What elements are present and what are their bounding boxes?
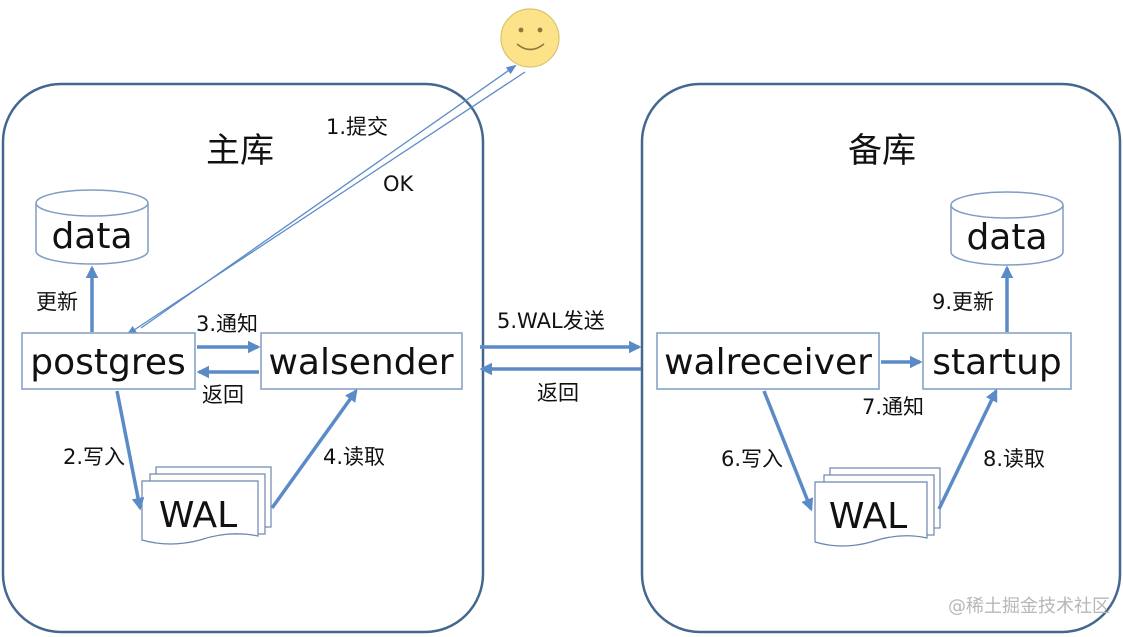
walsender-box (260, 332, 463, 390)
label-wal-send-5: 5.WAL发送 (497, 309, 605, 333)
standby-title: 备库 (848, 131, 916, 171)
ok-arrow (126, 71, 526, 336)
standby-data-cylinder (950, 191, 1064, 266)
walreceiver-label: walreceiver (664, 342, 872, 383)
label-write-6: 6.写入 (721, 447, 783, 471)
postgres-box (21, 332, 196, 390)
write-6-arrow (762, 390, 814, 512)
postgres-label: postgres (30, 342, 186, 383)
label-read-4: 4.读取 (323, 445, 385, 469)
walsender-label: walsender (268, 342, 453, 383)
primary-wal-label: WAL (159, 495, 237, 536)
write-2-arrow (115, 390, 145, 511)
label-ok: OK (383, 172, 415, 196)
watermark: @稀土掘金技术社区 (948, 596, 1110, 617)
startup-label: startup (932, 342, 1062, 383)
startup-box (922, 332, 1072, 390)
label-notify-7: 7.通知 (862, 395, 924, 419)
walreceiver-box (656, 332, 880, 390)
smiley-face-icon (500, 8, 560, 68)
label-update: 更新 (36, 290, 78, 314)
standby-wal-label: WAL (829, 496, 907, 537)
label-commit: 1.提交 (326, 115, 388, 139)
primary-wal-stack (141, 466, 272, 545)
standby-data-label: data (966, 217, 1047, 258)
primary-title: 主库 (206, 131, 274, 171)
label-return-2: 返回 (537, 381, 579, 405)
primary-data-label: data (51, 216, 132, 257)
primary-data-cylinder (35, 189, 149, 265)
read-4-arrow (270, 388, 358, 510)
label-notify-3: 3.通知 (196, 312, 258, 336)
standby-wal-stack (814, 467, 941, 547)
label-write-2: 2.写入 (63, 445, 125, 469)
read-8-arrow (937, 388, 998, 510)
label-update-9: 9.更新 (932, 290, 994, 314)
label-read-8: 8.读取 (983, 447, 1045, 471)
label-return-1: 返回 (202, 383, 244, 407)
